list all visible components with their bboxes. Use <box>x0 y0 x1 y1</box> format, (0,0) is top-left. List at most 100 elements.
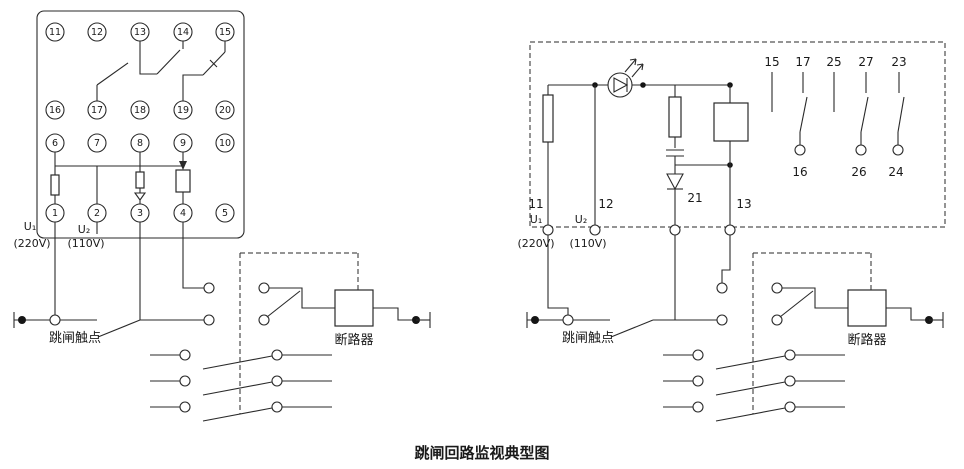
contact-number: 27 <box>858 55 873 69</box>
u2-label: U₂ <box>575 213 587 226</box>
resistor <box>668 96 682 138</box>
led-emission-arrows-icon <box>624 58 644 78</box>
resistor <box>135 171 145 189</box>
u1-voltage-label: (220V) <box>517 237 554 250</box>
terminal <box>87 100 107 120</box>
contact-blade <box>860 96 869 133</box>
right-block-drop-wires <box>547 235 731 320</box>
contact-number: 26 <box>851 165 866 179</box>
diode-symbol <box>133 192 147 201</box>
terminal-number: 1 <box>52 208 58 219</box>
terminal-row-2: 16 17 18 19 20 <box>45 100 235 120</box>
terminal-number: 6 <box>52 138 58 149</box>
terminal <box>215 100 235 120</box>
aux-contact-terminal <box>771 314 783 326</box>
contact-blade <box>156 49 181 75</box>
coil-element <box>175 169 191 193</box>
u2-label: U₂ <box>78 223 90 236</box>
aux-contact-terminal <box>203 314 215 326</box>
trip-contact-blade <box>97 319 141 338</box>
relay-terminal <box>724 224 736 236</box>
relay-coil-box <box>713 102 749 142</box>
bus-node <box>531 316 539 324</box>
moving-contact-terminal <box>892 144 904 156</box>
aux-contact-terminal <box>716 282 728 294</box>
aux-contact-row <box>663 401 845 422</box>
internal-contacts <box>96 41 226 101</box>
wire-terminal <box>562 314 574 326</box>
terminal-number: 2 <box>94 208 100 219</box>
wire-terminal <box>49 314 61 326</box>
contact-blade <box>96 62 129 86</box>
terminal-number: 13 <box>134 27 146 38</box>
contact-number: 23 <box>891 55 906 69</box>
figure-caption: 跳闸回路监视典型图 <box>414 444 549 462</box>
aux-contact-terminal <box>771 282 783 294</box>
bus-node <box>18 316 26 324</box>
terminal <box>173 100 193 120</box>
terminal-number: 18 <box>134 105 146 116</box>
terminal-number: 20 <box>219 105 231 116</box>
left-trip-circuit: 跳闸触点 断路器 <box>13 252 431 422</box>
breaker-coil-box <box>847 289 887 327</box>
terminal <box>87 133 107 153</box>
terminal-number: 9 <box>180 138 186 149</box>
resistor <box>542 94 554 143</box>
terminal-row-3: 6 7 8 9 10 <box>45 133 235 153</box>
breaker-coil-box <box>334 289 374 327</box>
terminal-number: 8 <box>137 138 143 149</box>
u1-label: U₁ <box>530 213 542 226</box>
internal-resistor-network <box>50 152 191 204</box>
contact-blade <box>897 96 905 133</box>
terminal-number: 12 <box>91 27 103 38</box>
terminal-number: 4 <box>180 208 186 219</box>
terminal-21-label: 21 <box>687 191 702 205</box>
terminal-number: 16 <box>49 105 61 116</box>
output-contacts: 15 17 25 27 23 16 26 24 <box>764 55 906 179</box>
u2-voltage-label: (110V) <box>569 237 606 250</box>
relay-boundary-dashed-box <box>529 41 946 228</box>
nc-contact-tick <box>209 59 218 68</box>
terminal <box>130 100 150 120</box>
moving-contact-terminal <box>855 144 867 156</box>
moving-contact-terminal <box>794 144 806 156</box>
u1-voltage-label: (220V) <box>13 237 50 250</box>
diode-symbol <box>666 173 684 191</box>
u1-label: U₁ <box>24 220 36 233</box>
contact-blade <box>799 96 808 133</box>
terminal-number: 10 <box>219 138 231 149</box>
trip-contact-blade <box>610 319 654 338</box>
terminal-number: 11 <box>49 27 61 38</box>
terminal-number: 5 <box>222 208 228 219</box>
terminal-number: 15 <box>219 27 231 38</box>
contact-number: 24 <box>888 165 903 179</box>
aux-contact-row <box>150 401 332 422</box>
relay-terminal <box>542 224 554 236</box>
u2-voltage-label: (110V) <box>67 237 104 250</box>
arrow-down-icon <box>179 161 187 170</box>
trip-contact-label: 跳闸触点 <box>49 331 101 346</box>
contact-number: 25 <box>826 55 841 69</box>
right-trip-circuit: 跳闸触点 断路器 <box>526 252 944 422</box>
terminal <box>215 133 235 153</box>
aux-contact-terminal <box>203 282 215 294</box>
terminal-row-4: 1 2 3 4 5 <box>45 203 235 223</box>
breaker-label: 断路器 <box>847 332 886 348</box>
relay-terminal <box>669 224 681 236</box>
terminal-12-label: 12 <box>598 197 613 211</box>
contact-number: 16 <box>792 165 807 179</box>
terminal <box>45 22 65 42</box>
junction-node <box>640 82 646 88</box>
aux-contact-blade <box>266 290 301 318</box>
aux-contact-terminal <box>258 282 270 294</box>
aux-contact-blade <box>779 290 814 318</box>
led-triangle <box>613 77 629 93</box>
breaker-label: 断路器 <box>334 332 373 348</box>
terminal-number: 14 <box>177 27 189 38</box>
left-block-drop-wires <box>54 222 204 320</box>
terminal-number: 7 <box>94 138 100 149</box>
terminal <box>215 203 235 223</box>
terminal-row-1: 11 12 13 14 15 <box>45 22 235 42</box>
aux-contact-terminal <box>716 314 728 326</box>
